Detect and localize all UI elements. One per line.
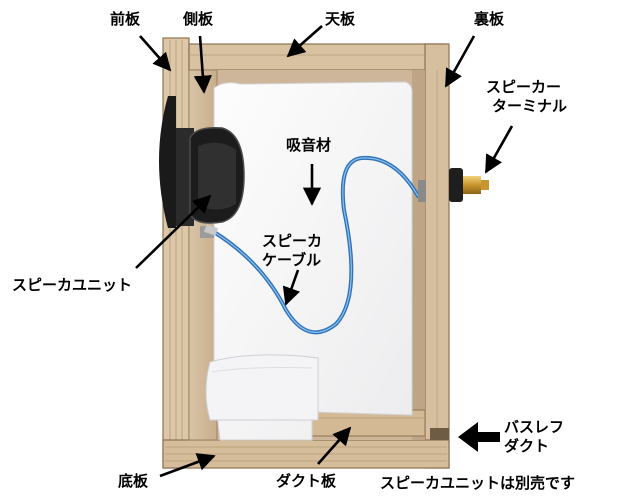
bass-reflex-port: [430, 428, 449, 440]
label-absorber: 吸音材: [286, 136, 332, 154]
speaker-cone-edge: [159, 96, 176, 228]
arrow-bottom-panel: [159, 453, 216, 478]
label-cable: スピーカ ケーブル: [262, 232, 322, 270]
label-top-panel: 天板: [325, 10, 356, 28]
label-terminal-line2: ターミナル: [492, 97, 568, 115]
speaker-terminal: [418, 168, 489, 202]
arrow-front-panel: [139, 35, 172, 72]
arrow-speaker-unit: [135, 194, 212, 269]
arrow-back-panel: [444, 35, 476, 88]
note-speaker-sold-separately: スピーカユニットは別売です: [380, 474, 576, 492]
arrow-cable: [282, 269, 301, 306]
label-bass-reflex-line2: ダクト: [504, 437, 550, 455]
label-duct-board: ダクト板: [276, 472, 337, 490]
label-bottom-panel: 底板: [118, 472, 149, 490]
arrow-side-panel: [193, 35, 212, 94]
label-cable-line1: スピーカ: [262, 232, 323, 250]
label-bass-reflex-line1: バスレフ: [504, 418, 565, 436]
label-speaker-unit: スピーカユニット: [12, 276, 133, 294]
label-side-panel: 側板: [183, 10, 214, 28]
rolled-foam: [205, 354, 319, 421]
sound-absorber-foam: [213, 81, 413, 441]
top-panel: [188, 43, 447, 71]
label-front-panel: 前板: [110, 10, 141, 28]
annotation-arrows: [135, 25, 514, 478]
label-terminal-line1: スピーカー: [486, 78, 562, 96]
arrow-terminal: [484, 125, 514, 174]
label-bass-reflex: バスレフ ダクト: [504, 418, 564, 456]
bass-reflex-arrow: [458, 422, 500, 452]
arrow-top-panel: [286, 25, 323, 58]
label-terminal: スピーカー ターミナル: [486, 78, 567, 116]
label-back-panel: 裏板: [474, 10, 505, 28]
label-cable-line2: ケーブル: [262, 251, 322, 269]
arrow-duct-board: [317, 426, 352, 465]
